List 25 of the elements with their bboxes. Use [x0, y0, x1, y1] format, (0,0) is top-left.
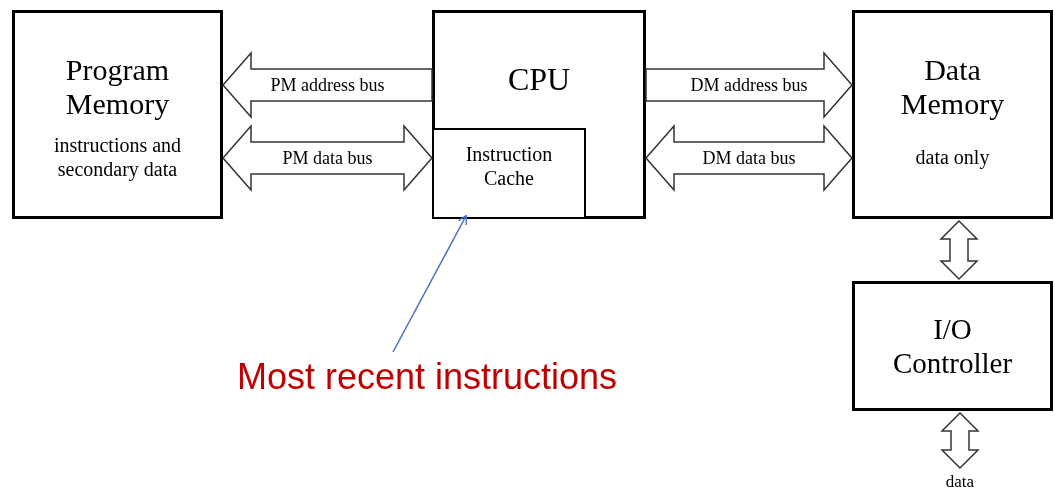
bus-arrow [939, 219, 979, 281]
memory-box [852, 10, 1053, 219]
controller-box [852, 281, 1053, 411]
box-subtitle: instructions and secondary data [52, 133, 183, 181]
cpu-box [432, 10, 646, 219]
bus-arrow [222, 51, 433, 119]
box-title: I/O Controller [891, 312, 1014, 380]
edge-label: PM address bus [270, 74, 385, 96]
data-text: data [945, 471, 975, 494]
box-title: Instruction Cache [464, 142, 554, 190]
edge-label: DM address bus [690, 74, 808, 96]
box-subtitle: data only [915, 145, 990, 169]
edge-label: PM data bus [282, 147, 373, 169]
memory-box [12, 10, 223, 219]
bus-arrow [645, 51, 853, 119]
box-title: Program Memory [64, 53, 171, 121]
edge-label: DM data bus [702, 147, 796, 169]
box-title: Data Memory [899, 53, 1006, 121]
bus-arrow [222, 124, 433, 192]
cache-box [432, 128, 586, 219]
leader-line [392, 214, 468, 353]
annotation-text: Most recent instructions [236, 355, 618, 399]
bus-arrow [645, 124, 853, 192]
box-title: CPU [507, 61, 571, 97]
bus-arrow [940, 411, 980, 470]
